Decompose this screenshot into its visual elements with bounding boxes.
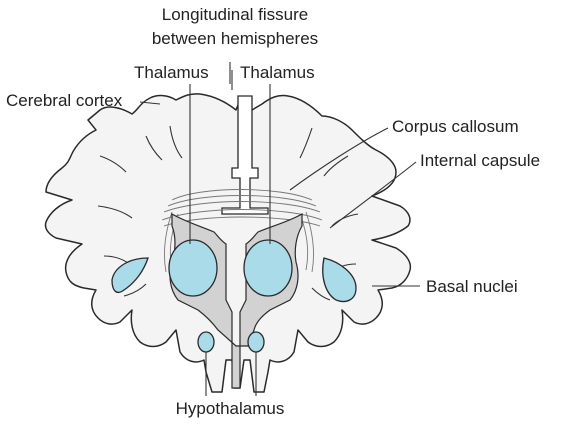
label-longitudinal-fissure-line1: Longitudinal fissure xyxy=(162,5,308,24)
hypothalamus-left-shape xyxy=(198,332,214,352)
thalamus-left-shape xyxy=(169,240,217,296)
label-basal-nuclei: Basal nuclei xyxy=(426,277,518,296)
thalamus-right-shape xyxy=(244,240,292,296)
label-internal-capsule: Internal capsule xyxy=(420,151,540,170)
label-corpus-callosum: Corpus callosum xyxy=(392,117,519,136)
label-hypothalamus: Hypothalamus xyxy=(176,399,285,418)
label-longitudinal-fissure-line2: between hemispheres xyxy=(152,29,318,48)
brain-outline xyxy=(45,94,410,392)
label-thalamus-right: Thalamus xyxy=(240,63,315,82)
label-thalamus-left: Thalamus xyxy=(134,63,209,82)
label-cerebral-cortex: Cerebral cortex xyxy=(6,91,123,110)
hypothalamus-right-shape xyxy=(248,332,264,352)
